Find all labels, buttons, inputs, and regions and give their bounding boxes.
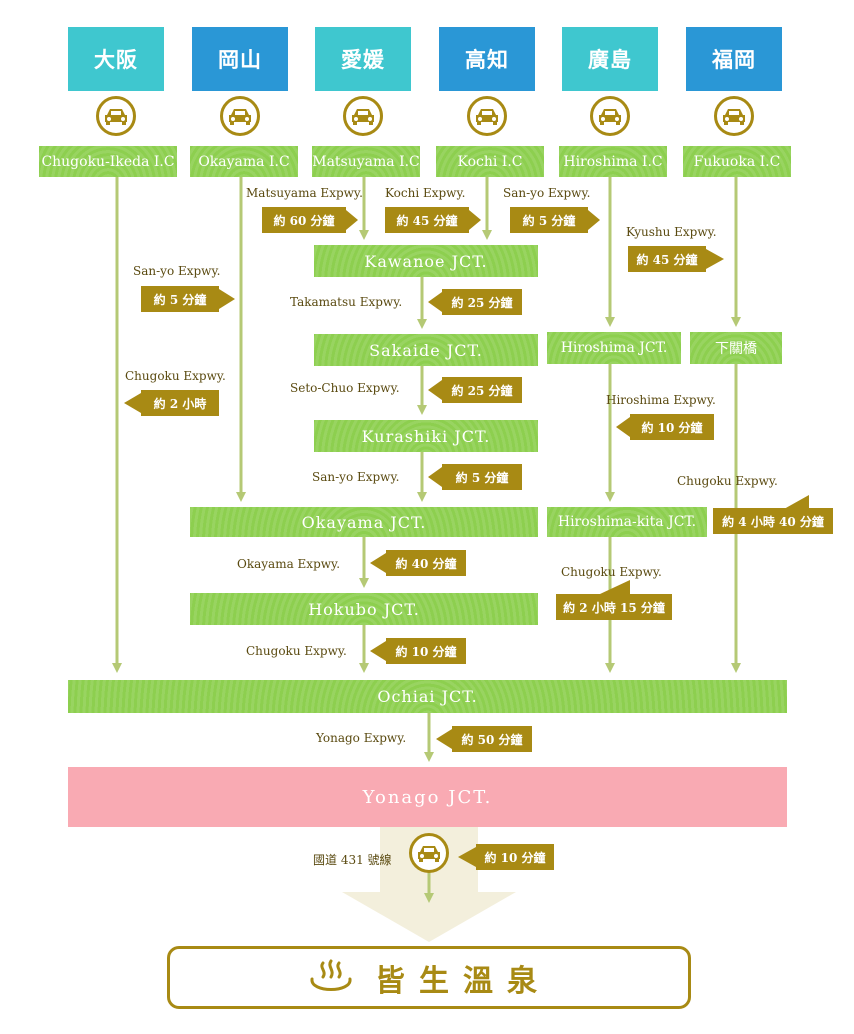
pointer [616, 417, 630, 437]
interchange-matsuyama: Matsuyama I.C [312, 146, 420, 177]
time-tag: 約 40 分鐘 [386, 550, 466, 576]
pointer [124, 393, 141, 413]
junction-ochiai: Ochiai JCT. [68, 680, 787, 713]
junction-hiroshima: Hiroshima JCT. [547, 332, 681, 364]
time-tag: 約 5 分鐘 [510, 207, 588, 233]
junction-hiroshima-kita: Hiroshima-kita JCT. [547, 507, 707, 537]
time-tag: 約 25 分鐘 [442, 289, 522, 315]
city-fukuoka: 福岡 [686, 27, 782, 91]
time-tag: 約 60 分鐘 [262, 207, 346, 233]
time-tag: 約 45 分鐘 [385, 207, 469, 233]
car-icon [409, 833, 449, 873]
time-tag: 約 10 分鐘 [476, 844, 554, 870]
city-ehime: 愛媛 [315, 27, 411, 91]
pointer [428, 292, 442, 312]
road-label: San-yo Expwy. [133, 264, 221, 278]
road-label: Chugoku Expwy. [561, 565, 662, 579]
pointer [588, 210, 600, 230]
time-tag: 約 10 分鐘 [630, 414, 714, 440]
junction-okayama: Okayama JCT. [190, 507, 538, 537]
city-osaka: 大阪 [68, 27, 164, 91]
time-tag: 約 50 分鐘 [452, 726, 532, 752]
time-tag: 約 4 小時 40 分鐘 [713, 508, 833, 534]
destination-box: 皆生溫泉 [167, 946, 691, 1009]
junction-shimonoseki: 下關橋 [690, 332, 782, 364]
junction-hokubo: Hokubo JCT. [190, 593, 538, 625]
time-tag: 約 2 小時 [141, 390, 219, 416]
junction-kawanoe: Kawanoe JCT. [314, 245, 538, 277]
car-icon [590, 96, 630, 136]
junction-sakaide: Sakaide JCT. [314, 334, 538, 366]
time-tag: 約 5 分鐘 [141, 286, 219, 312]
road-label: San-yo Expwy. [312, 470, 400, 484]
pointer [600, 580, 630, 594]
road-label: 國道 431 號線 [313, 853, 392, 867]
road-label: Kochi Expwy. [385, 186, 466, 200]
pointer [219, 289, 235, 309]
road-label: Takamatsu Expwy. [290, 295, 403, 309]
interchange-fukuoka: Fukuoka I.C [683, 146, 791, 177]
road-label: Matsuyama Expwy. [246, 186, 363, 200]
road-label: Seto-Chuo Expwy. [290, 381, 400, 395]
interchange-okayama: Okayama I.C [190, 146, 298, 177]
junction-yonago: Yonago JCT. [68, 767, 787, 827]
pointer [784, 495, 809, 509]
road-label: Chugoku Expwy. [125, 369, 226, 383]
car-icon [343, 96, 383, 136]
car-icon [96, 96, 136, 136]
car-icon [714, 96, 754, 136]
road-label: Chugoku Expwy. [246, 644, 347, 658]
pointer [706, 249, 724, 269]
time-tag: 約 45 分鐘 [628, 246, 706, 272]
road-label: Yonago Expwy. [316, 731, 407, 745]
pointer [428, 467, 442, 487]
pointer [370, 553, 386, 573]
time-tag: 約 5 分鐘 [442, 464, 522, 490]
interchange-hiroshima: Hiroshima I.C [559, 146, 667, 177]
time-tag: 約 25 分鐘 [442, 377, 522, 403]
interchange-chugoku-ikeda: Chugoku-Ikeda I.C [39, 146, 177, 177]
road-label: Kyushu Expwy. [626, 225, 717, 239]
time-tag: 約 2 小時 15 分鐘 [556, 594, 672, 620]
road-label: Hiroshima Expwy. [606, 393, 716, 407]
time-tag: 約 10 分鐘 [386, 638, 466, 664]
road-label: Chugoku Expwy. [677, 474, 778, 488]
car-icon [467, 96, 507, 136]
pointer [370, 641, 386, 661]
junction-kurashiki: Kurashiki JCT. [314, 420, 538, 452]
pointer [346, 210, 358, 230]
city-okayama: 岡山 [192, 27, 288, 91]
road-label: Okayama Expwy. [237, 557, 341, 571]
pointer [469, 210, 481, 230]
pointer [436, 729, 452, 749]
road-label: San-yo Expwy. [503, 186, 591, 200]
hot-spring-icon [310, 959, 352, 991]
pointer [458, 847, 476, 867]
interchange-kochi: Kochi I.C [436, 146, 544, 177]
pointer [428, 380, 442, 400]
car-icon [220, 96, 260, 136]
city-kochi: 高知 [439, 27, 535, 91]
city-hiroshima: 廣島 [562, 27, 658, 91]
